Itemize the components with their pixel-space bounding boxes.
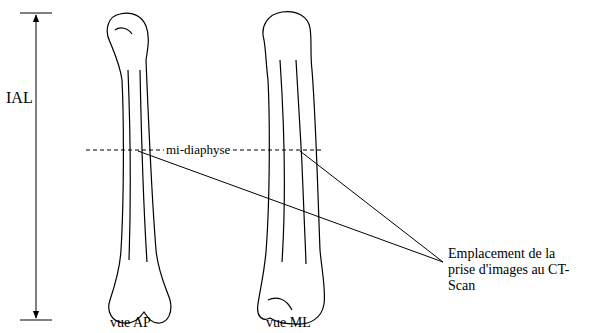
length-dimension [20,13,52,320]
callout-note: Emplacement de la prise d'images au CT-S… [448,246,573,294]
view-label: vue ML [266,315,311,331]
femur-ap-view [107,13,171,323]
view-label: vue AP [110,315,151,331]
femur-ml-view [258,12,325,324]
section-label: mi-diaphyse [164,142,232,158]
dimension-label: IAL [6,90,33,106]
leader-lines [138,151,443,262]
